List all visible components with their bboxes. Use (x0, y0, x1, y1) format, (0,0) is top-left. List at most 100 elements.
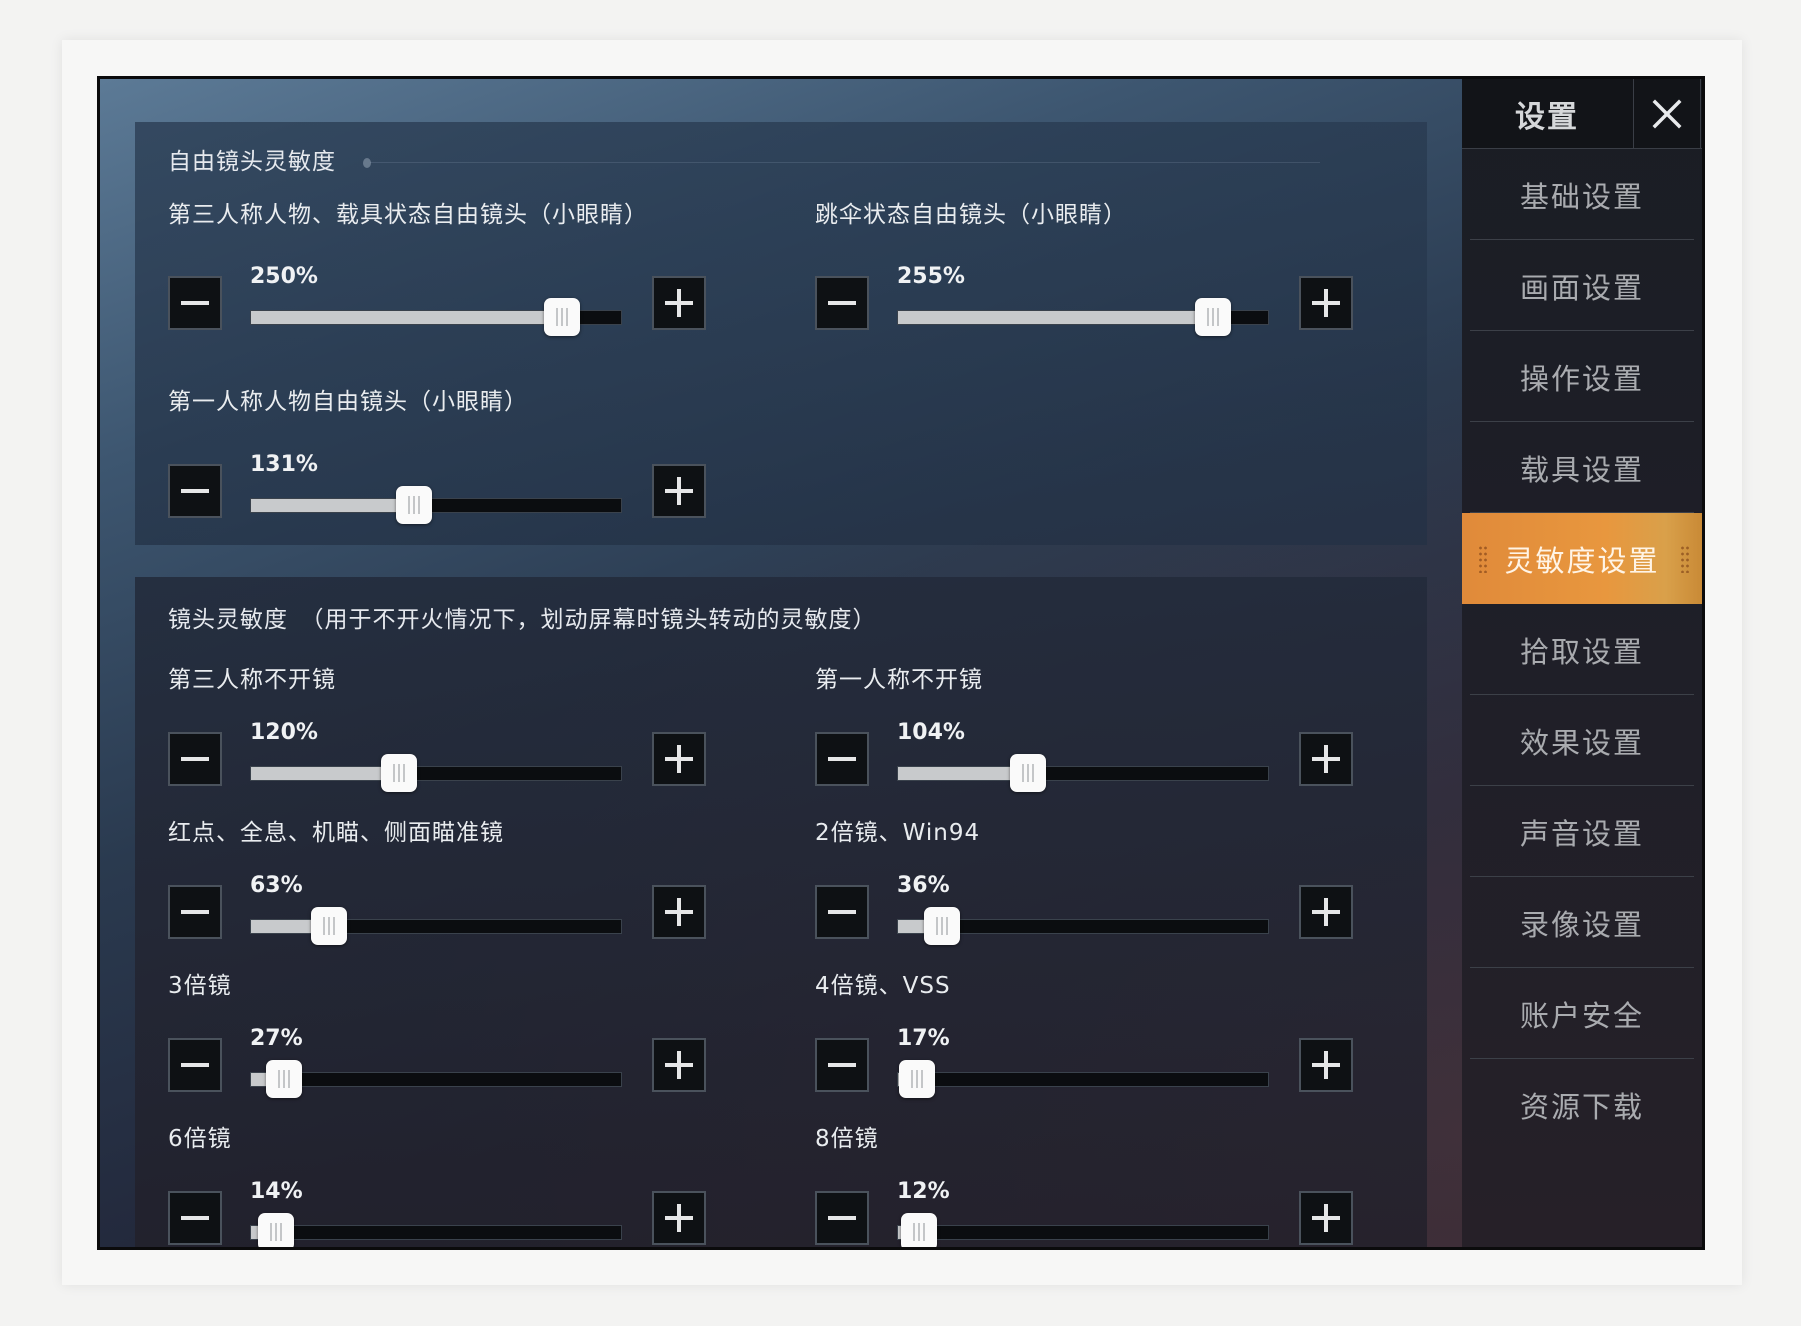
close-icon (1652, 99, 1682, 129)
decrease-button[interactable] (815, 276, 869, 330)
plus-icon (665, 477, 693, 505)
increase-button[interactable] (1299, 885, 1353, 939)
minus-icon (181, 489, 209, 493)
slider-first-person-no-scope: 104% (815, 720, 1355, 792)
slider-label: 2倍镜、Win94 (815, 820, 981, 846)
minus-icon (181, 910, 209, 914)
increase-button[interactable] (1299, 732, 1353, 786)
slider-third-person-no-scope: 120% (168, 720, 708, 792)
slider-fill (251, 920, 329, 933)
slider-track[interactable] (250, 754, 622, 792)
plus-icon (1312, 289, 1340, 317)
increase-button[interactable] (1299, 1191, 1353, 1245)
increase-button[interactable] (652, 732, 706, 786)
decrease-button[interactable] (815, 885, 869, 939)
slider-label: 第一人称人物自由镜头（小眼睛） (168, 389, 528, 415)
slider-thumb[interactable] (266, 1060, 303, 1098)
slider-track[interactable] (897, 1213, 1269, 1247)
slider-value: 250% (250, 264, 318, 289)
sidebar-item-0[interactable]: 基础设置 (1462, 149, 1702, 240)
minus-icon (828, 910, 856, 914)
slider-track[interactable] (897, 1060, 1269, 1098)
increase-button[interactable] (652, 276, 706, 330)
slider-parachute-free-camera: 255% (815, 264, 1355, 336)
sidebar-item-5[interactable]: 拾取设置 (1462, 604, 1702, 695)
slider-label: 8倍镜 (815, 1126, 879, 1152)
plus-icon (665, 1051, 693, 1079)
decrease-button[interactable] (815, 1038, 869, 1092)
slider-thumb[interactable] (257, 1213, 294, 1247)
sidebar-item-3[interactable]: 载具设置 (1462, 422, 1702, 513)
sidebar-item-2[interactable]: 操作设置 (1462, 331, 1702, 422)
sidebar-item-8[interactable]: 录像设置 (1462, 877, 1702, 968)
slider-value: 36% (897, 873, 950, 898)
plus-icon (1312, 745, 1340, 773)
slider-track[interactable] (250, 486, 622, 524)
decrease-button[interactable] (168, 732, 222, 786)
slider-track[interactable] (897, 754, 1269, 792)
slider-label: 红点、全息、机瞄、侧面瞄准镜 (168, 820, 504, 846)
increase-button[interactable] (652, 1038, 706, 1092)
slider-track[interactable] (250, 298, 622, 336)
increase-button[interactable] (652, 464, 706, 518)
slider-thumb[interactable] (901, 1213, 938, 1247)
plus-icon (665, 745, 693, 773)
increase-button[interactable] (652, 1191, 706, 1245)
decrease-button[interactable] (168, 276, 222, 330)
slider-thumb[interactable] (924, 907, 961, 945)
slider-red-dot-holo: 63% (168, 873, 708, 945)
slider-6x-scope: 14% (168, 1179, 708, 1247)
increase-button[interactable] (1299, 1038, 1353, 1092)
slider-thumb[interactable] (1009, 754, 1046, 792)
slider-track[interactable] (250, 907, 622, 945)
decrease-button[interactable] (815, 1191, 869, 1245)
close-button[interactable] (1633, 79, 1701, 149)
minus-icon (828, 1063, 856, 1067)
sidebar-item-label: 资源下载 (1519, 1089, 1644, 1124)
free-camera-section: 自由镜头灵敏度 第三人称人物、载具状态自由镜头（小眼睛） 250% 跳伞状态自由… (135, 122, 1427, 545)
slider-fill (898, 767, 1028, 780)
sidebar-item-4[interactable]: 灵敏度设置 (1462, 513, 1702, 604)
decrease-button[interactable] (168, 1038, 222, 1092)
slider-thumb[interactable] (395, 486, 432, 524)
decrease-button[interactable] (168, 464, 222, 518)
slider-thumb[interactable] (381, 754, 417, 792)
slider-thumb[interactable] (898, 1060, 935, 1098)
slider-thumb[interactable] (310, 907, 347, 945)
sidebar-item-9[interactable]: 账户安全 (1462, 968, 1702, 1059)
slider-value: 63% (250, 873, 303, 898)
plus-icon (1312, 1051, 1340, 1079)
slider-8x-scope: 12% (815, 1179, 1355, 1247)
sidebar-item-1[interactable]: 画面设置 (1462, 240, 1702, 331)
slider-track[interactable] (897, 298, 1269, 336)
slider-fill (251, 499, 414, 512)
slider-thumb[interactable] (543, 298, 580, 336)
sidebar-item-label: 效果设置 (1519, 725, 1644, 760)
slider-track[interactable] (250, 1213, 622, 1247)
slider-label: 第三人称人物、载具状态自由镜头（小眼睛） (168, 202, 648, 228)
slider-track[interactable] (250, 1060, 622, 1098)
sidebar-item-7[interactable]: 声音设置 (1462, 786, 1702, 877)
minus-icon (181, 1216, 209, 1220)
settings-window: 自由镜头灵敏度 第三人称人物、载具状态自由镜头（小眼睛） 250% 跳伞状态自由… (97, 76, 1705, 1250)
dots-ornament-icon (1680, 545, 1690, 573)
sidebar-item-10[interactable]: 资源下载 (1462, 1059, 1702, 1150)
slider-label: 跳伞状态自由镜头（小眼睛） (815, 202, 1127, 228)
decrease-button[interactable] (815, 732, 869, 786)
slider-track[interactable] (897, 907, 1269, 945)
increase-button[interactable] (1299, 276, 1353, 330)
slider-value: 255% (897, 264, 965, 289)
sidebar-item-label: 画面设置 (1519, 270, 1644, 305)
decrease-button[interactable] (168, 1191, 222, 1245)
decrease-button[interactable] (168, 885, 222, 939)
title-ornament (363, 158, 371, 168)
sidebar-title: 设置 (1515, 100, 1579, 135)
title-divider (370, 162, 1320, 163)
plus-icon (1312, 898, 1340, 926)
slider-value: 14% (250, 1179, 303, 1204)
sidebar-item-6[interactable]: 效果设置 (1462, 695, 1702, 786)
slider-thumb[interactable] (1194, 298, 1231, 336)
increase-button[interactable] (652, 885, 706, 939)
slider-label: 3倍镜 (168, 973, 232, 999)
slider-label: 6倍镜 (168, 1126, 232, 1152)
